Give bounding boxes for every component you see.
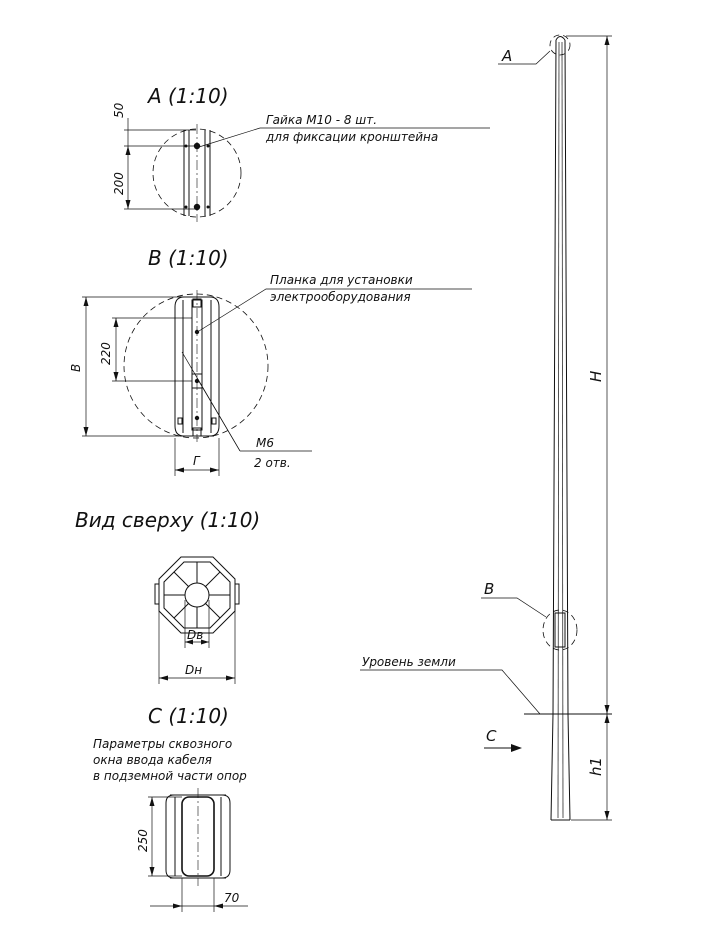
pole-right-edge bbox=[564, 39, 571, 821]
cable-window-desc-line3: в подземной части опор bbox=[93, 769, 247, 783]
view-b-detail-circle bbox=[123, 293, 269, 439]
plate-note-line2: электрооборудования bbox=[270, 290, 411, 304]
ref-c-label: С bbox=[486, 727, 497, 745]
ref-b-label: В bbox=[484, 580, 494, 598]
dim-db-label: Dв bbox=[187, 628, 203, 642]
view-a-title: A (1:10) bbox=[146, 84, 229, 108]
hole-note-line2: 2 отв. bbox=[254, 456, 291, 470]
view-b-title: В (1:10) bbox=[148, 246, 229, 270]
dim-h1-label: h1 bbox=[587, 757, 605, 776]
nut-hole-icon bbox=[193, 142, 201, 150]
dim-250-label: 250 bbox=[136, 829, 150, 852]
view-b: В (1:10) В 220 bbox=[69, 246, 472, 476]
dim-200-label: 200 bbox=[112, 172, 126, 195]
ground-level-label: Уровень земли bbox=[362, 655, 456, 669]
view-a-detail-circle bbox=[152, 128, 242, 218]
cable-window-desc-line2: окна ввода кабеля bbox=[93, 753, 212, 767]
cable-window-desc-line1: Параметры сквозного bbox=[93, 737, 232, 751]
view-a: A (1:10) 50 200 Гайка М10 - 8 шт. для фи… bbox=[112, 84, 490, 222]
detail-a-marker bbox=[549, 34, 571, 56]
dim-h-label: Н bbox=[587, 371, 605, 382]
dim-50-label: 50 bbox=[112, 102, 126, 118]
dim-dn-label: Dн bbox=[185, 663, 202, 677]
plate-note-line1: Планка для установки bbox=[270, 273, 413, 287]
ref-a-label: А bbox=[501, 47, 512, 65]
detail-b-marker bbox=[542, 609, 578, 651]
view-top-title: Вид сверху (1:10) bbox=[75, 508, 260, 532]
hole-note-line1: М6 bbox=[256, 436, 274, 450]
view-top: Вид сверху (1:10) Dв Dн bbox=[75, 508, 260, 684]
nut-note-line1: Гайка М10 - 8 шт. bbox=[266, 113, 377, 127]
dim-b-label: В bbox=[69, 364, 83, 372]
nut-hole-icon bbox=[193, 203, 201, 211]
dim-70-label: 70 bbox=[224, 891, 240, 905]
dim-220-label: 220 bbox=[99, 342, 113, 365]
view-c: С (1:10) Параметры сквозного окна ввода … bbox=[93, 704, 248, 912]
section-arrow-icon bbox=[511, 744, 522, 752]
pole-left-edge bbox=[550, 39, 557, 821]
view-c-title: С (1:10) bbox=[148, 704, 229, 728]
dim-g-label: Г bbox=[193, 454, 201, 468]
pole: А В Уровень земли С Н h1 bbox=[360, 34, 612, 821]
nut-note-line2: для фиксации кронштейна bbox=[265, 130, 438, 144]
